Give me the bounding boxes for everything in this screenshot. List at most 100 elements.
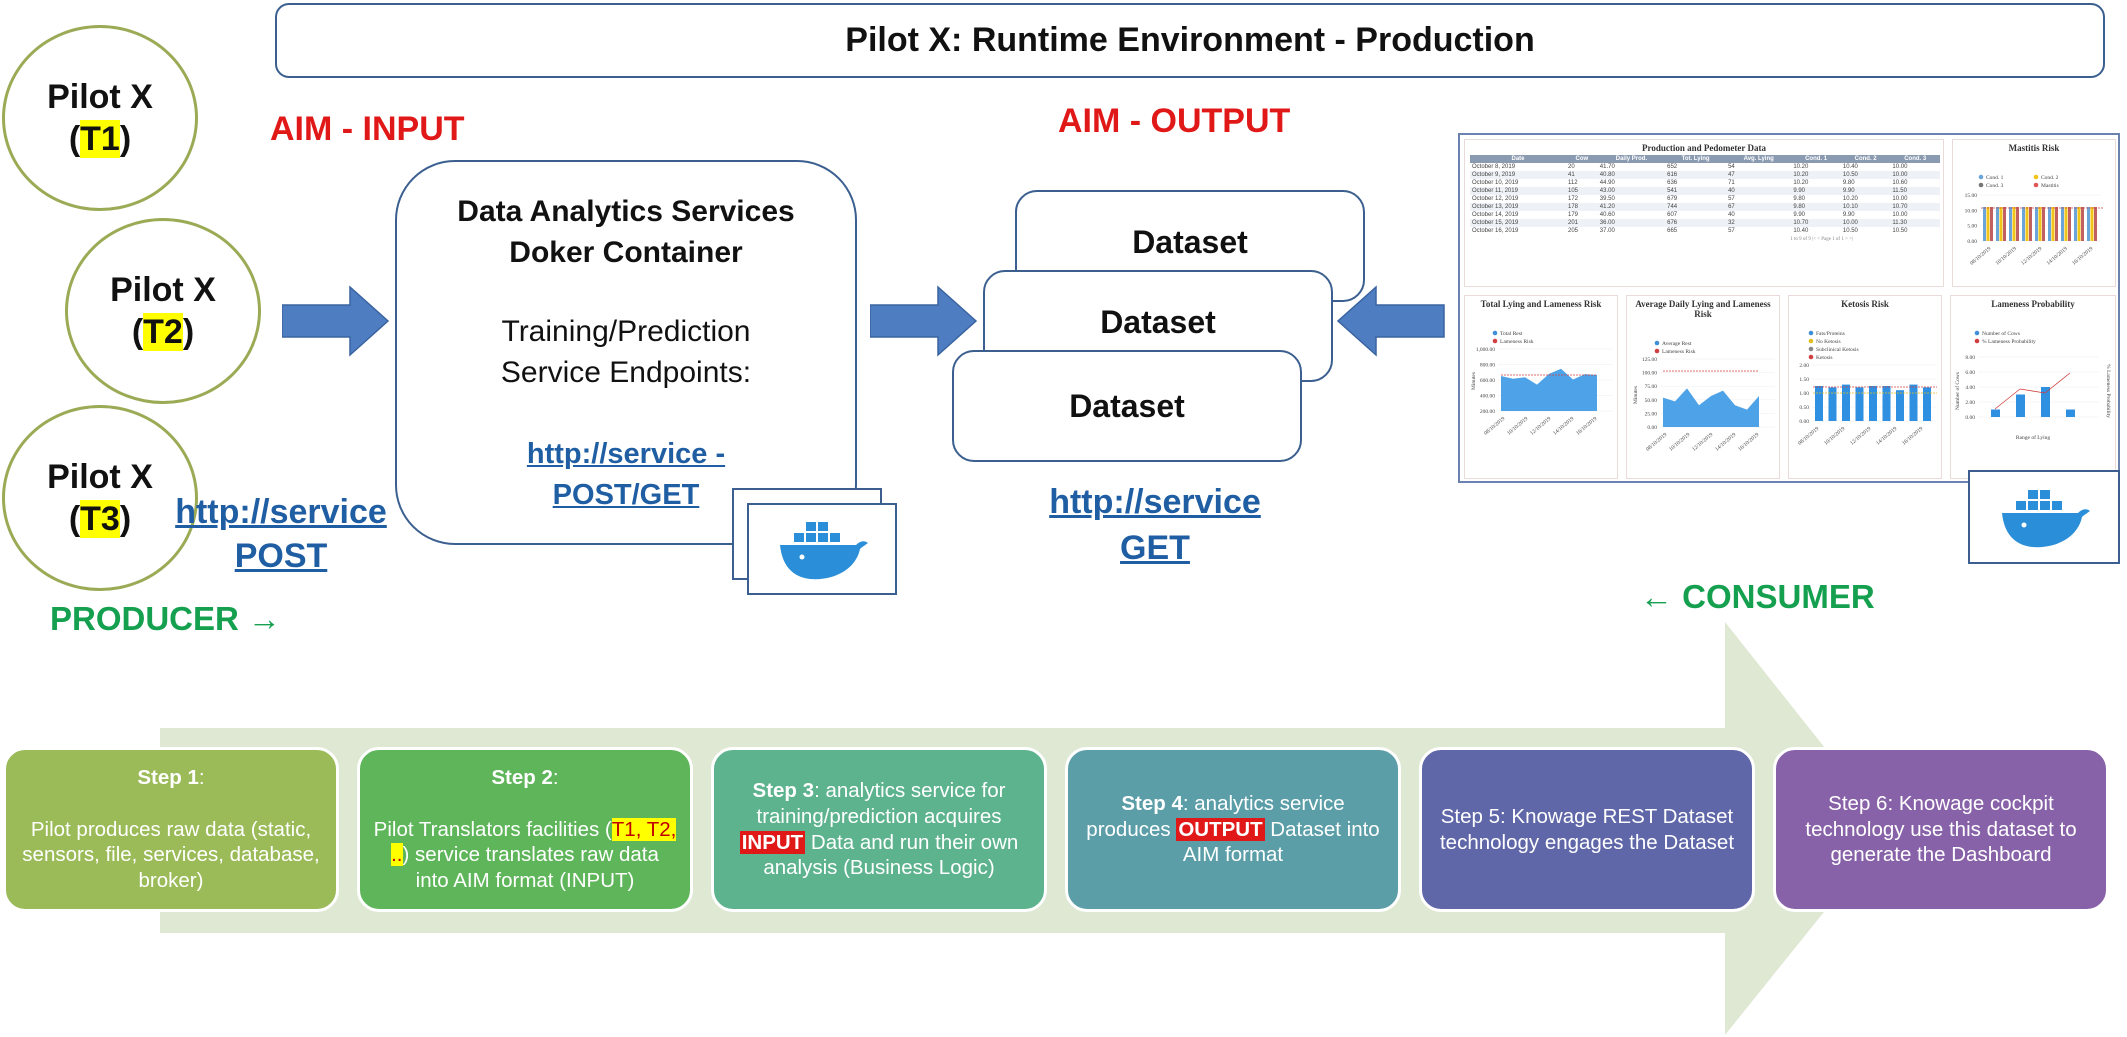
tick-label: 14/10/2019 <box>1714 432 1737 453</box>
legend-item: Subclinical Ketosis <box>1816 347 1859 353</box>
table-cell: 636 <box>1667 180 1678 186</box>
table-cell: 679 <box>1667 196 1678 202</box>
legend-item: Cond. 2 <box>2041 175 2059 181</box>
tick-label: 0.00 <box>1647 425 1657 431</box>
table-cell: 201 <box>1568 220 1579 226</box>
tick-label: 08/10/2019 <box>1483 416 1506 437</box>
legend-marker <box>1654 340 1660 346</box>
legend-marker <box>1808 346 1814 352</box>
service-endpoint-link[interactable]: http://service - POST/GET <box>526 438 726 511</box>
tick-label: 12/10/2019 <box>1849 426 1872 447</box>
tick-label: 600.00 <box>1480 378 1495 384</box>
tick-label: 125.00 <box>1642 357 1657 363</box>
tick-label: 16/10/2019 <box>1737 432 1760 453</box>
bar <box>1991 409 2000 417</box>
tick-label: 10.00 <box>1965 208 1978 214</box>
tick-label: 0.00 <box>1967 239 1977 245</box>
tick-label: 12/10/2019 <box>2020 246 2043 267</box>
page-title: Pilot X: Runtime Environment - Productio… <box>275 3 2105 78</box>
bar <box>1882 386 1891 421</box>
aim-output-label: AIM - OUTPUT <box>1058 102 1291 140</box>
post-endpoint-link[interactable]: http://service POST <box>175 493 387 576</box>
bar <box>1986 207 1990 241</box>
table-cell: 43.00 <box>1599 188 1615 194</box>
table-cell: 10.40 <box>1793 228 1809 234</box>
legend-item: % Lameness Probability <box>1982 339 2036 345</box>
table-cell: 9.90 <box>1793 188 1805 194</box>
tick-label: 16/10/2019 <box>1901 426 1924 447</box>
table-cell: 9.80 <box>1793 196 1805 202</box>
bar <box>2051 207 2055 241</box>
tick-label: 8.00 <box>1965 355 1975 361</box>
pilot-t1: Pilot X (T1) <box>2 25 198 211</box>
bar <box>1909 384 1918 421</box>
analytics-service-container: Data Analytics Services Doker Container … <box>395 160 857 545</box>
table-cell: October 9, 2019 <box>1472 172 1516 178</box>
bar <box>2022 207 2025 241</box>
dashboard-docker-box <box>1968 470 2120 564</box>
legend-item: Lameness Risk <box>1662 349 1696 355</box>
tick-label: 08/10/2019 <box>1969 246 1992 267</box>
bar <box>2087 207 2090 241</box>
table-cell: 9.90 <box>1842 188 1855 194</box>
legend-item: Lameness Risk <box>1500 339 1534 345</box>
arrow-to-service <box>282 285 390 357</box>
get-endpoint-link[interactable]: http://service GET <box>1049 483 1261 567</box>
bar <box>2003 207 2006 241</box>
bar <box>1828 387 1837 421</box>
tick-label: 6.00 <box>1965 370 1975 376</box>
lameness-probability-chart: Number of Cows % Lameness Probability 8.00… <box>1954 330 2111 441</box>
bar <box>1869 386 1877 421</box>
table-cell: 10.70 <box>1892 204 1908 210</box>
legend-marker <box>1808 330 1814 336</box>
producer-label: PRODUCER → <box>50 600 282 637</box>
tick-label: 0.00 <box>1799 419 1809 425</box>
tick-label: 14/10/2019 <box>1552 416 1575 437</box>
table-cell: 40.80 <box>1599 172 1615 178</box>
legend-item: Mastitis <box>2041 183 2059 189</box>
table-cell: 676 <box>1667 220 1678 226</box>
legend-marker <box>1978 182 1984 188</box>
lameness-probability-panel: Lameness Probability Number of Cows% Lam… <box>1950 295 2116 479</box>
table-pager[interactable]: 1 to 9 of 9 |< < Page 1 of 1 > >| <box>1790 237 1853 242</box>
step-6: Step 6: Knowage cockpit technology use t… <box>1773 747 2109 912</box>
legend-marker <box>1654 348 1660 354</box>
table-cell: 10.00 <box>1842 220 1858 226</box>
tick-label: 800.00 <box>1480 363 1495 369</box>
avg-lying-panel: Average Daily Lying and Lameness Risk Av… <box>1626 295 1780 479</box>
tick-label: 12/10/2019 <box>1529 416 1552 437</box>
legend-item: Number of Cows <box>1982 330 2020 337</box>
table-cell: 10.20 <box>1842 196 1858 202</box>
table-cell: 205 <box>1568 228 1579 234</box>
tick-label: 50.00 <box>1645 398 1658 404</box>
table-cell: 40 <box>1728 212 1735 218</box>
tick-label: 14/10/2019 <box>2046 246 2069 267</box>
tick-label: 15.00 <box>1965 193 1978 199</box>
bar <box>1815 386 1823 421</box>
total-lying-panel: Total Lying and Lameness Risk Total Rest… <box>1464 295 1618 479</box>
probability-line <box>1994 372 2071 410</box>
legend-marker <box>1492 338 1498 344</box>
table-header-cell: Avg. Lying <box>1743 156 1774 162</box>
legend-marker <box>1492 330 1498 336</box>
bar <box>2077 207 2081 241</box>
aim-input-label: AIM - INPUT <box>270 110 465 148</box>
bar <box>2038 207 2042 241</box>
table-cell: 10.50 <box>1842 228 1858 234</box>
table-cell: 665 <box>1667 228 1678 234</box>
tick-label: 100.00 <box>1642 371 1657 377</box>
bar <box>2048 207 2051 241</box>
tick-label: 1.50 <box>1799 377 1809 383</box>
